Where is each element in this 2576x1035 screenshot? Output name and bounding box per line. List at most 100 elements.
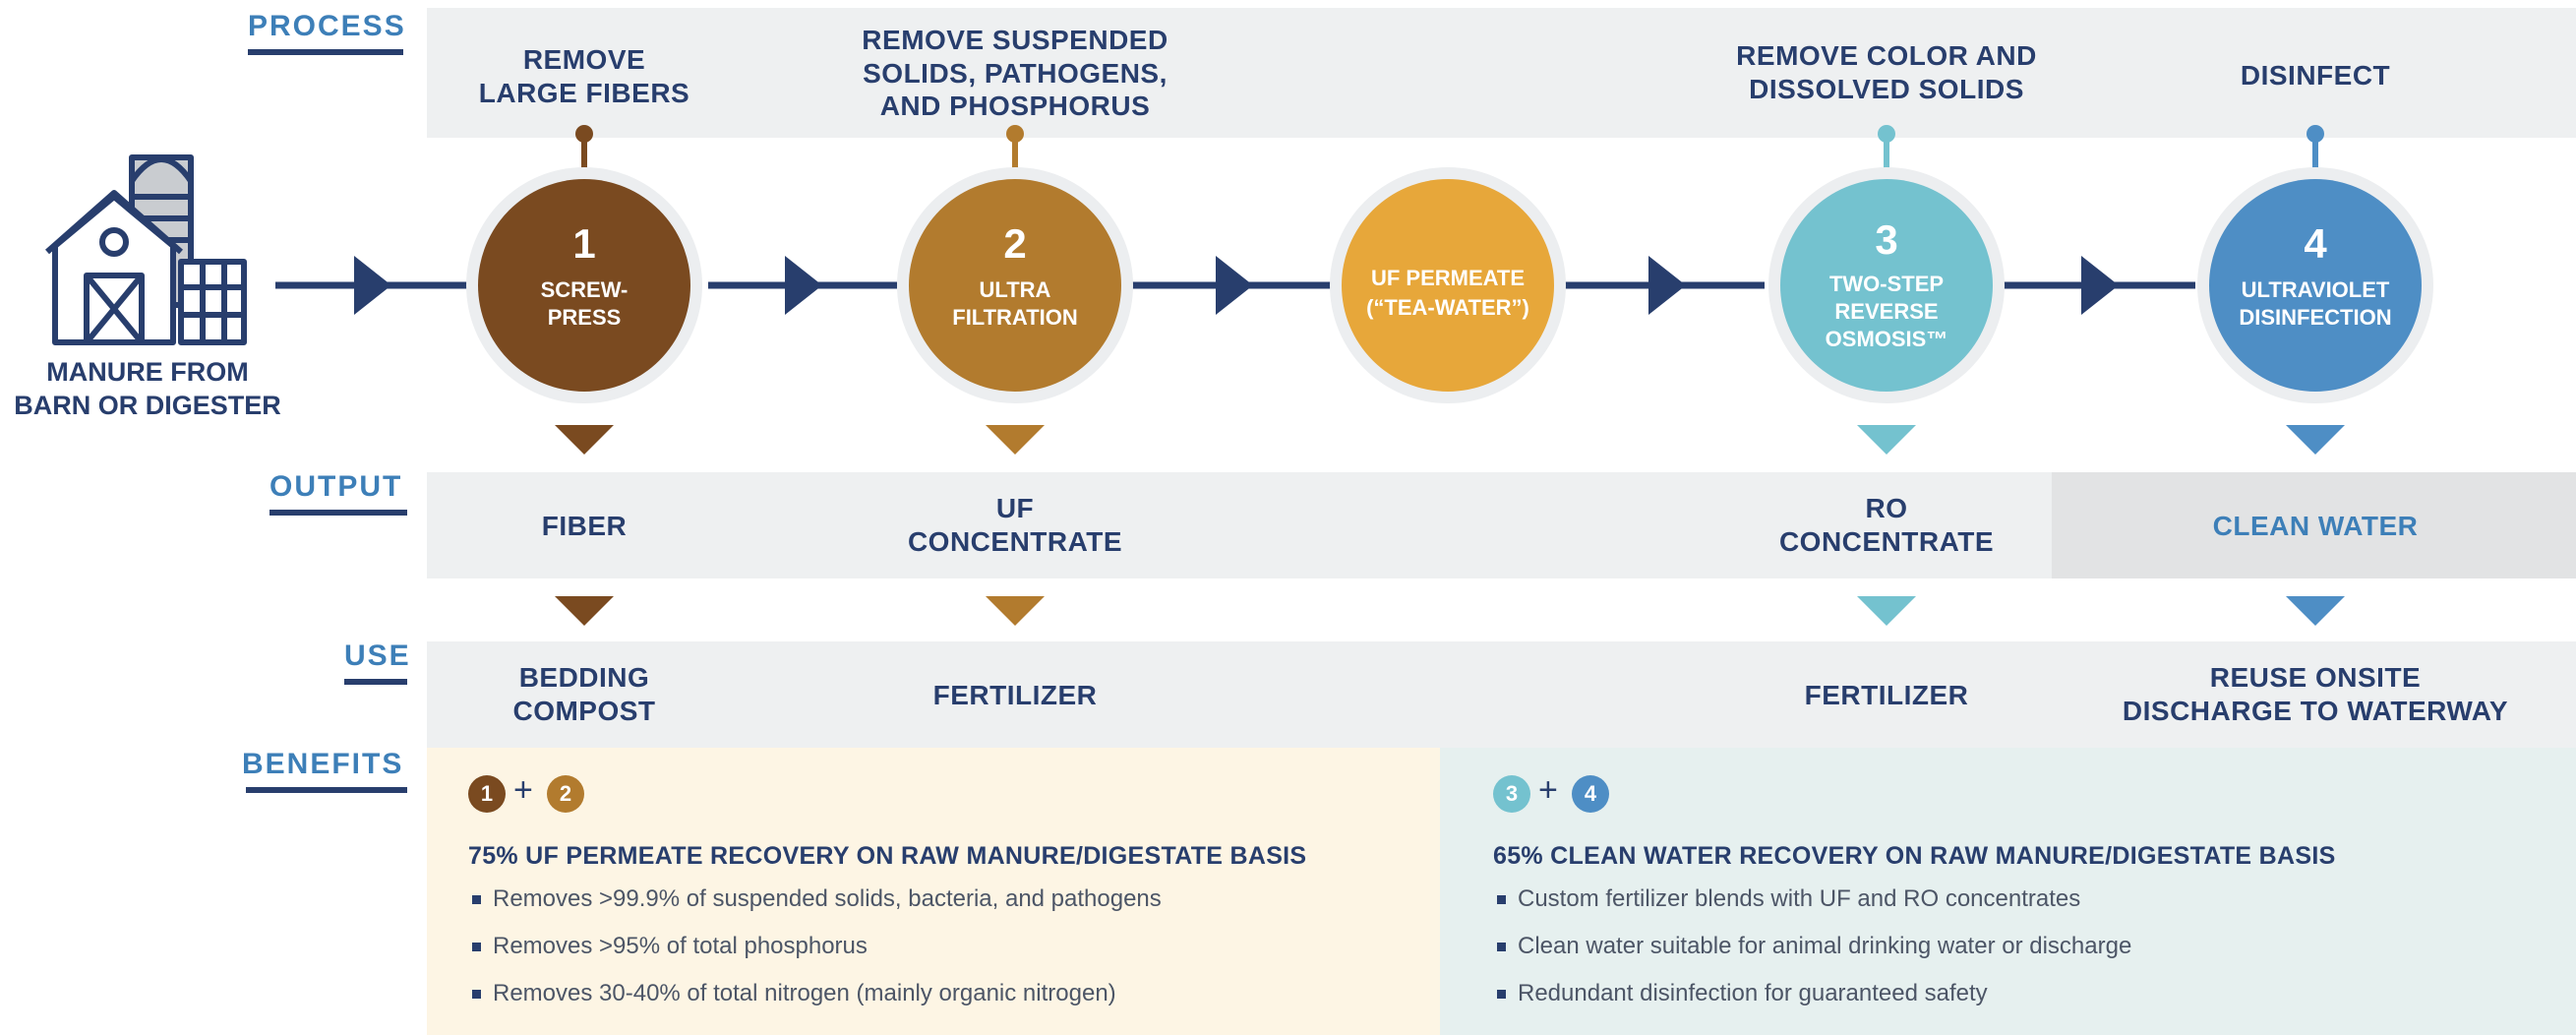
process-label-4: DISINFECT [2168, 59, 2463, 92]
benefit-plus-left: + [513, 771, 533, 809]
bullet-marker [472, 894, 481, 904]
arrow-4 [1648, 256, 1686, 315]
stage-uf-permeate: UF PERMEATE (“TEA-WATER”) [1330, 167, 1566, 403]
stage-4-number: 4 [2304, 220, 2327, 267]
arrow-5 [2081, 256, 2119, 315]
stage-3-line-3: OSMOSIS™ [1826, 327, 1948, 351]
use-fertilizer-uf-line-1: FERTILIZER [932, 680, 1098, 710]
stage-4-line-2: DISINFECTION [2239, 305, 2391, 330]
process-label-2: REMOVE SUSPENDED SOLIDS, PATHOGENS, AND … [828, 24, 1202, 123]
stage-4-uv-disinfection: 4 ULTRAVIOLET DISINFECTION [2197, 167, 2433, 403]
output-uf-concentrate-line-1: UF [995, 493, 1035, 523]
bullet-marker [472, 942, 481, 951]
output-ro-concentrate: RO CONCENTRATE [1739, 492, 2034, 558]
process-label-1: REMOVE LARGE FIBERS [437, 43, 732, 109]
use-reuse-line-1: REUSE ONSITE [2209, 662, 2422, 693]
stage-1-line-1: SCREW- [541, 277, 629, 302]
stage-2-line-1: ULTRA [980, 277, 1051, 302]
flow-diagram: 1 SCREW- PRESS 2 ULTRA FILTRATION UF PER… [45, 125, 2433, 455]
process-label-3-line-1: REMOVE COLOR AND [1736, 40, 2037, 71]
benefit-left-bullet-1-text: Removes >99.9% of suspended solids, bact… [493, 885, 1162, 912]
benefit-left-bullet-3-text: Removes 30-40% of total nitrogen (mainly… [493, 980, 1116, 1006]
source-label-line-2: BARN OR DIGESTER [14, 390, 281, 420]
benefit-right-bullet-3-text: Redundant disinfection for guaranteed sa… [1518, 980, 1988, 1006]
arrow-3 [1216, 256, 1253, 315]
benefits-left-panel [427, 748, 1440, 1035]
benefit-right-title: 65% CLEAN WATER RECOVERY ON RAW MANURE/D… [1493, 842, 2336, 870]
benefit-plus-right: + [1538, 771, 1558, 809]
process-pin-1 [575, 125, 593, 171]
output-triangles [555, 425, 2345, 455]
process-band [427, 8, 2576, 138]
stage-3-line-2: REVERSE [1834, 299, 1938, 324]
use-reuse-line-2: DISCHARGE TO WATERWAY [2122, 695, 2509, 726]
triangle-fertilizer-ro [1857, 596, 1916, 626]
benefit-right-bullet-1: Custom fertilizer blends with UF and RO … [1497, 885, 2080, 913]
process-label-2-line-2: SOLIDS, PATHOGENS, [863, 57, 1168, 89]
stage-3-line-1: TWO-STEP [1829, 272, 1944, 296]
use-triangles [555, 596, 2345, 626]
bullet-marker [1497, 894, 1506, 904]
benefit-left-bullet-2: Removes >95% of total phosphorus [472, 933, 868, 960]
stage-2-line-2: FILTRATION [952, 305, 1078, 330]
output-uf-concentrate-line-2: CONCENTRATE [907, 525, 1123, 557]
benefits-right-panel [1440, 748, 2576, 1035]
source-label-line-1: MANURE FROM [46, 357, 249, 387]
use-fertilizer-ro-line-1: FERTILIZER [1804, 680, 1969, 710]
barn-silo-icon [45, 154, 247, 345]
triangle-clean-water [2286, 425, 2345, 455]
source-label: MANURE FROM BARN OR DIGESTER [0, 356, 295, 423]
benefit-badge-4: 4 [1572, 775, 1609, 813]
use-reuse-discharge: REUSE ONSITE DISCHARGE TO WATERWAY [2099, 661, 2532, 727]
benefit-right-bullet-3: Redundant disinfection for guaranteed sa… [1497, 980, 1988, 1007]
triangle-bedding [555, 596, 614, 626]
use-fertilizer-uf: FERTILIZER [868, 679, 1163, 712]
stage-3-number: 3 [1875, 216, 1897, 263]
process-pin-2 [1006, 125, 1024, 171]
benefit-left-bullet-3: Removes 30-40% of total nitrogen (mainly… [472, 980, 1116, 1007]
stage-1-line-2: PRESS [548, 305, 622, 330]
benefit-right-bullet-1-text: Custom fertilizer blends with UF and RO … [1518, 885, 2081, 912]
use-fertilizer-ro: FERTILIZER [1739, 679, 2034, 712]
use-underline [344, 679, 407, 685]
output-band [427, 472, 2052, 578]
use-bedding-line-1: BEDDING [518, 662, 650, 693]
process-label-1-line-2: LARGE FIBERS [478, 77, 690, 108]
benefits-heading: BENEFITS [242, 748, 404, 780]
process-label-3: REMOVE COLOR AND DISSOLVED SOLIDS [1700, 39, 2073, 105]
bullet-marker [1497, 942, 1506, 951]
triangle-fiber [555, 425, 614, 455]
stage-2-number: 2 [1003, 220, 1026, 267]
triangle-fertilizer-uf [986, 596, 1045, 626]
clean-water-band [2052, 472, 2576, 578]
bullet-marker [472, 989, 481, 999]
process-pin-4 [2306, 125, 2324, 171]
benefit-badge-3: 3 [1493, 775, 1530, 813]
stage-1-number: 1 [572, 220, 595, 267]
output-clean-water-line-1: CLEAN WATER [2212, 511, 2419, 541]
use-band [427, 641, 2576, 748]
stage-4-line-1: ULTRAVIOLET [2242, 277, 2390, 302]
process-label-2-line-3: AND PHOSPHORUS [879, 91, 1151, 122]
triangle-ro-concentrate [1857, 425, 1916, 455]
use-bedding-line-2: COMPOST [512, 695, 656, 726]
arrow-2 [785, 256, 822, 315]
arrow-1 [354, 256, 391, 315]
process-heading: PROCESS [248, 10, 406, 42]
output-heading: OUTPUT [270, 470, 403, 503]
bullet-marker [1497, 989, 1506, 999]
process-label-3-line-2: DISSOLVED SOLIDS [1749, 73, 2024, 104]
stage-2-ultrafiltration: 2 ULTRA FILTRATION [897, 167, 1133, 403]
triangle-uf-concentrate [986, 425, 1045, 455]
uf-permeate-line-1: UF PERMEATE [1371, 266, 1525, 290]
benefit-left-bullet-2-text: Removes >95% of total phosphorus [493, 933, 868, 959]
output-fiber: FIBER [437, 510, 732, 543]
use-bedding-compost: BEDDING COMPOST [437, 661, 732, 727]
process-underline [248, 49, 403, 55]
output-clean-water: CLEAN WATER [2168, 510, 2463, 543]
output-ro-concentrate-line-2: CONCENTRATE [1778, 525, 1995, 557]
process-label-1-line-1: REMOVE [522, 44, 646, 75]
process-label-2-line-1: REMOVE SUSPENDED [862, 25, 1168, 55]
stage-1-screw-press: 1 SCREW- PRESS [466, 167, 702, 403]
process-label-4-line-1: DISINFECT [2240, 60, 2391, 91]
